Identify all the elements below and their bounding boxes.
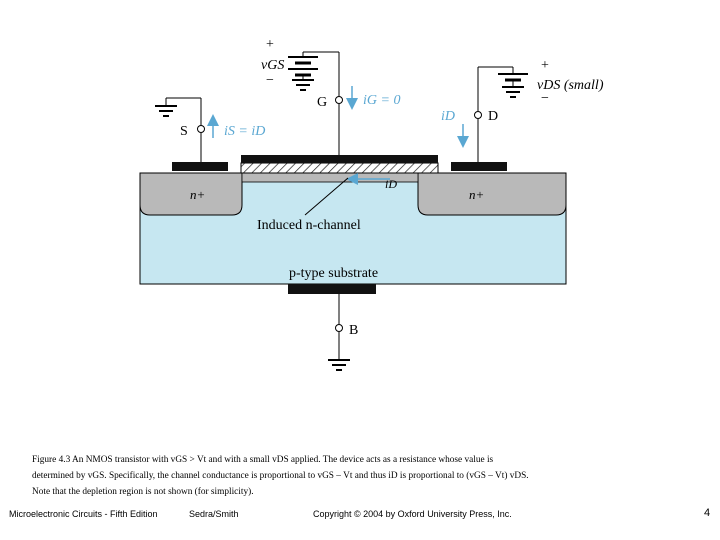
ig-label: iG = 0 (363, 93, 400, 108)
page-number: 4 (704, 507, 711, 519)
drain-label: D (488, 109, 498, 124)
gate-terminal (335, 96, 343, 104)
vds-label: vDS (small) (537, 78, 604, 93)
nmos-cross-section-diagram: + vGS − G iG = 0 S iS = iD + vDS (small)… (139, 37, 604, 371)
channel-current-label: iD (385, 177, 397, 191)
gate-oxide (240, 162, 439, 174)
drain-terminal (474, 111, 482, 119)
n-plus-source-region (139, 172, 243, 216)
gate-metal (241, 155, 438, 163)
body-terminal (335, 324, 343, 332)
id-drain-label: iD (441, 109, 455, 124)
caption-line-1: Figure 4.3 An NMOS transistor with vGS >… (32, 455, 494, 465)
footer-authors: Sedra/Smith (189, 509, 239, 519)
caption-line-2: determined by vGS. Specifically, the cha… (32, 471, 529, 481)
vgs-minus-label: − (266, 73, 274, 88)
figure-caption: Figure 4.3 An NMOS transistor with vGS >… (32, 452, 617, 500)
induced-channel-pointer (304, 177, 349, 216)
vds-plus-label: + (541, 58, 549, 73)
vgs-label: vGS (261, 58, 284, 73)
body-label: B (349, 323, 358, 338)
source-ground-icon (155, 105, 177, 117)
vgs-battery-icon (288, 52, 318, 80)
gate-label: G (317, 95, 327, 110)
source-label: S (180, 124, 188, 139)
is-label: iS = iD (224, 124, 265, 139)
n-plus-drain-region (417, 172, 567, 216)
footer-book-title: Microelectronic Circuits - Fifth Edition (9, 509, 158, 519)
substrate-label: p-type substrate (289, 266, 378, 281)
gate-ground-icon (292, 79, 314, 91)
source-contact (172, 162, 228, 171)
caption-line-3: Note that the depletion region is not sh… (32, 487, 254, 497)
footer-copyright: Copyright © 2004 by Oxford University Pr… (313, 509, 512, 519)
drain-ground-icon (502, 86, 524, 98)
vgs-plus-label: + (266, 37, 274, 52)
vds-battery-icon (498, 67, 528, 87)
source-terminal (197, 125, 205, 133)
drain-contact (451, 162, 507, 171)
induced-channel-label: Induced n-channel (257, 218, 361, 233)
body-ground-icon (328, 359, 350, 371)
body-contact (288, 284, 376, 294)
n-plus-left-label: n+ (190, 187, 205, 202)
vds-minus-label: − (541, 91, 549, 106)
n-plus-right-label: n+ (469, 187, 484, 202)
